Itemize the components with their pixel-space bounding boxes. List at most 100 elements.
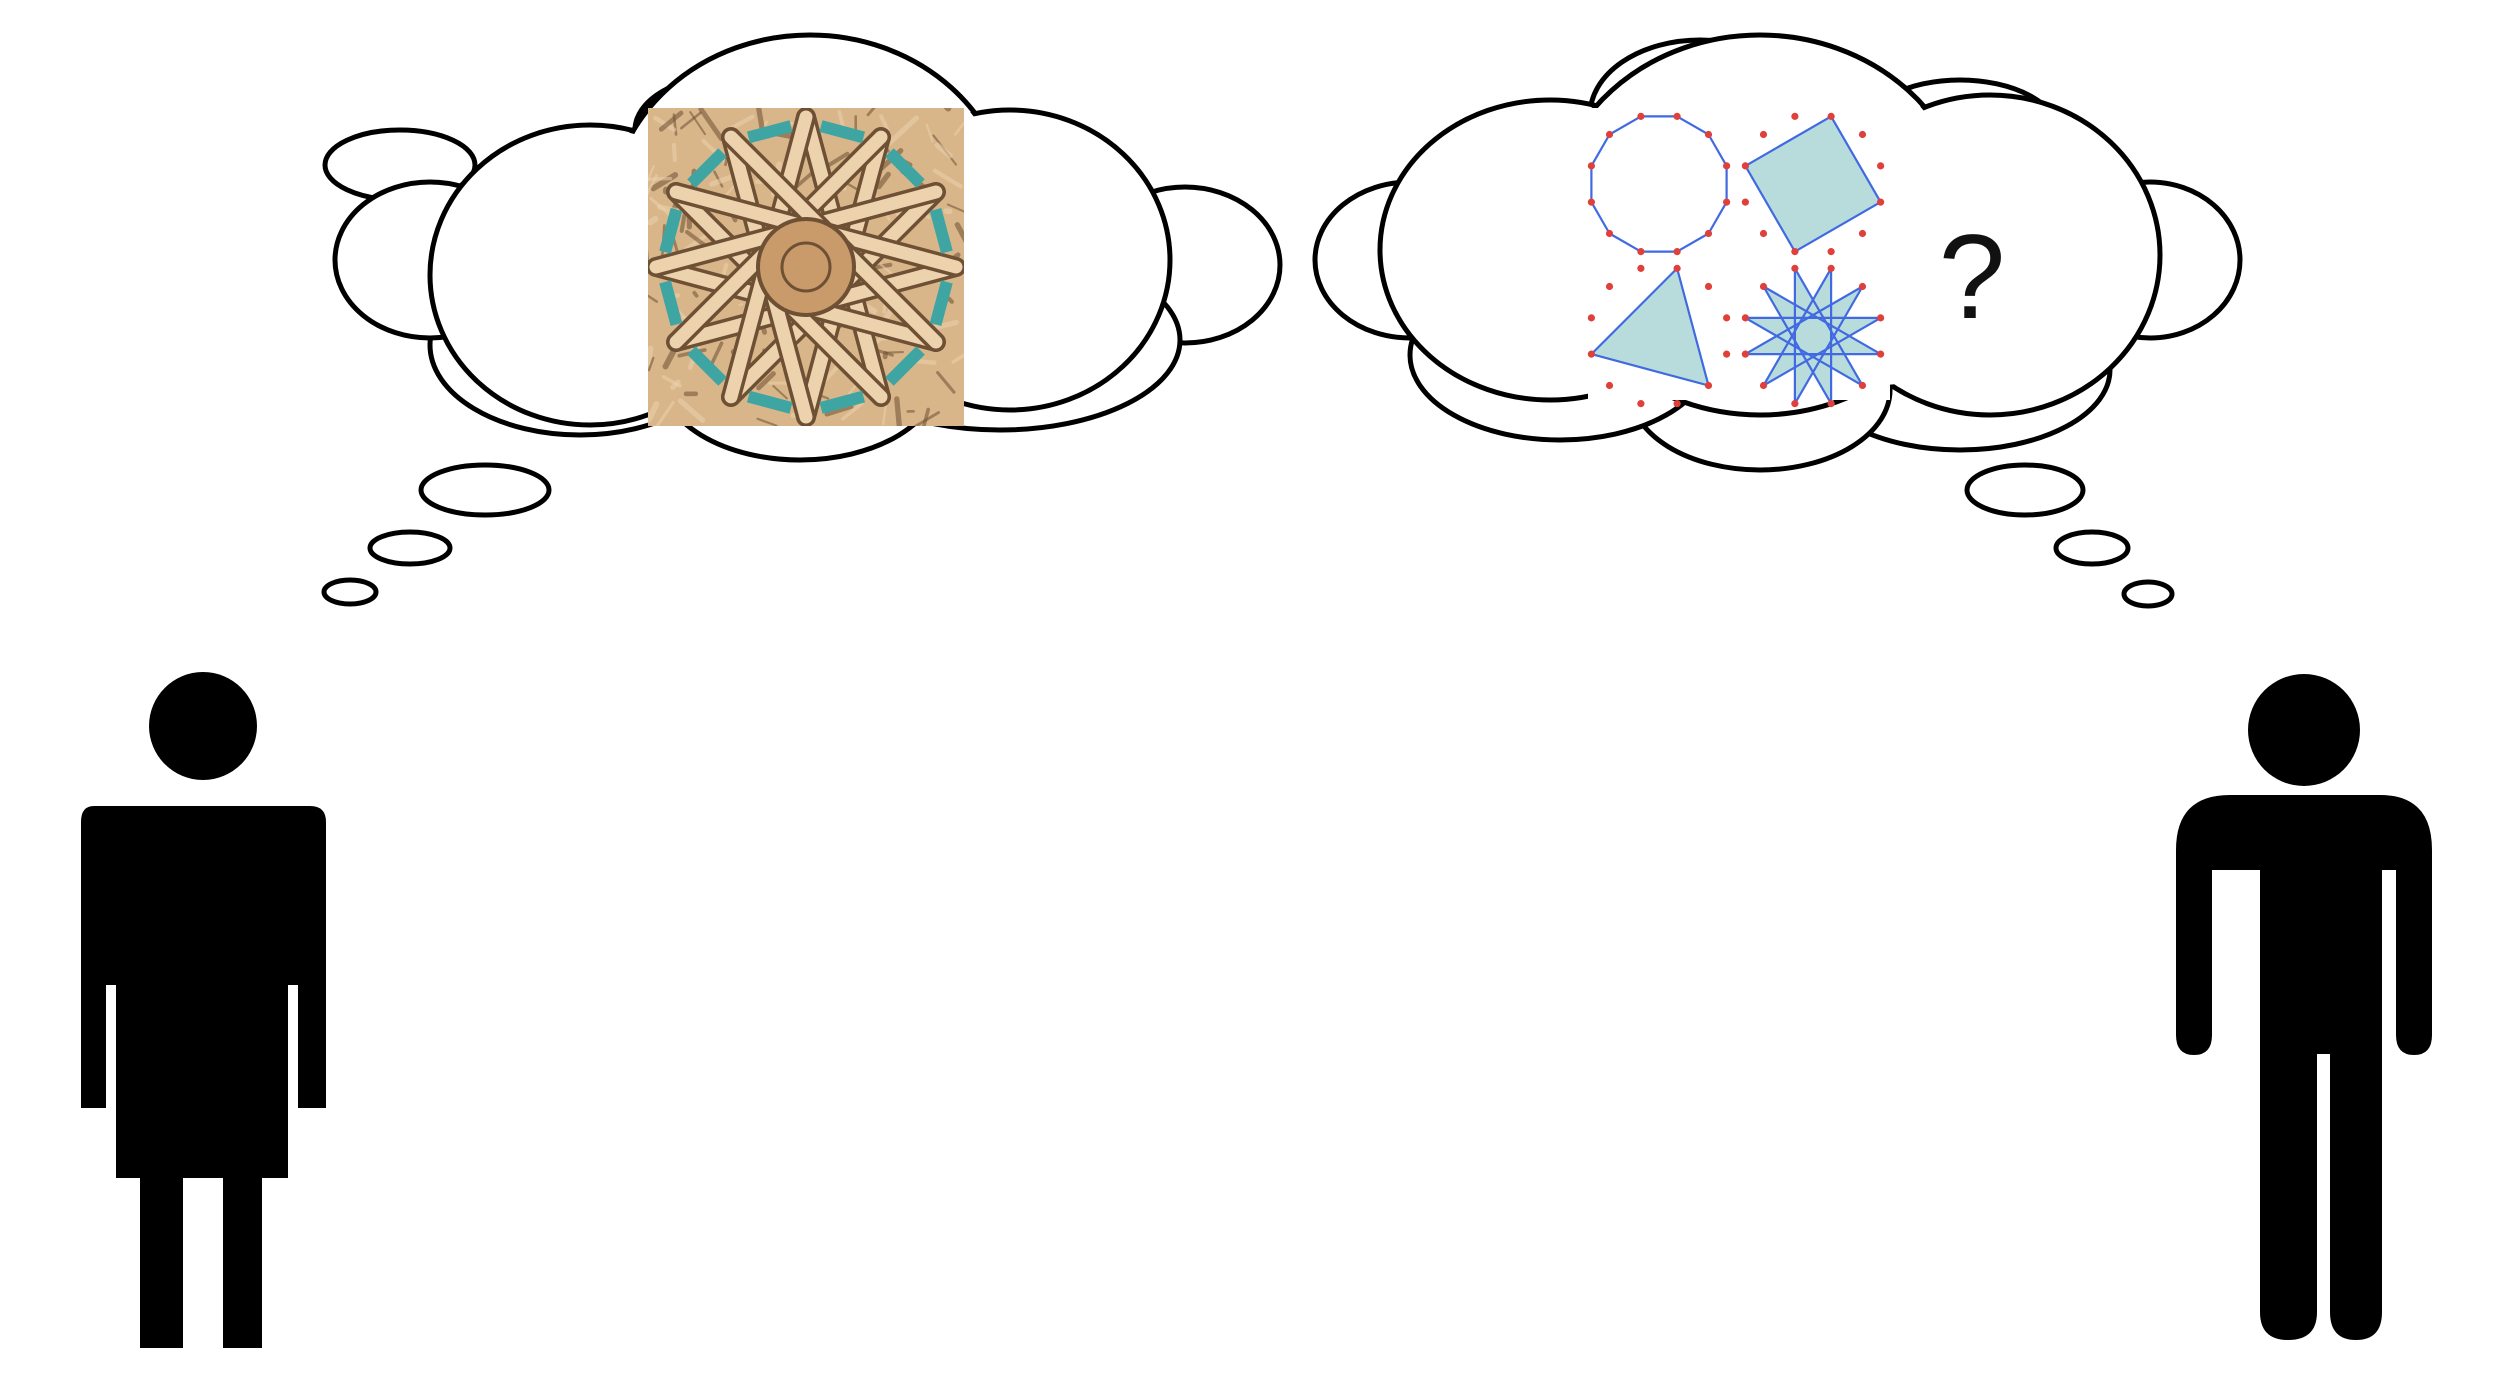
carving-stroke (772, 385, 788, 400)
carving-stroke (824, 151, 850, 169)
star-polygon-1 (1587, 112, 1731, 256)
star-polygon-vertex (1759, 130, 1768, 139)
star-polygon-vertex (1587, 314, 1595, 322)
carving-stroke (648, 356, 655, 372)
carving-stroke (931, 319, 959, 331)
left-person-icon (81, 672, 326, 1348)
turquoise-inlay (746, 390, 793, 414)
star-polygon-vertex (1605, 282, 1614, 291)
star-polygon-vertex (1704, 381, 1713, 390)
star-polygon-vertex (1741, 162, 1749, 170)
star-polygon-vertex (1704, 282, 1713, 291)
carving-stroke (824, 404, 854, 417)
carving-stroke (689, 111, 707, 136)
star-polygon-3 (1587, 264, 1731, 408)
star-polygons-panel (1587, 108, 1890, 408)
carving-stroke (756, 371, 776, 391)
carving-stroke (879, 114, 890, 132)
star-polygon-vertex (1791, 264, 1799, 272)
carving-stroke (954, 120, 964, 136)
star-polygon-vertex (1637, 264, 1645, 272)
carving-stroke (756, 417, 778, 426)
star-polygon-vertex (1723, 350, 1731, 358)
carving-stroke (680, 111, 702, 130)
star-polygon-vertex (1637, 248, 1645, 256)
turquoise-inlay (885, 346, 925, 386)
left-thought-trail (321, 462, 552, 607)
carving-stroke (648, 165, 655, 183)
star-polygon-vertex (1759, 229, 1768, 238)
carving-stroke (866, 108, 876, 117)
right-person-icon (2176, 674, 2432, 1340)
carving-stroke (738, 303, 744, 307)
star-polygon-vertex (1791, 400, 1799, 408)
star-polygon-vertex (1741, 314, 1749, 322)
carving-stroke (936, 371, 956, 394)
star-polygon-vertex (1827, 400, 1835, 408)
star-polygon-vertex (1673, 400, 1681, 408)
carving-stroke (913, 411, 941, 426)
tile-turquoise-inlays (659, 120, 953, 414)
star-polygon-vertex (1723, 314, 1731, 322)
carving-stroke (954, 222, 964, 243)
turquoise-inlay (659, 280, 683, 327)
star-polygon-vertex (1587, 350, 1595, 358)
carving-stroke (894, 396, 902, 426)
star-polygon-vertex (1587, 162, 1595, 170)
turquoise-inlay (929, 280, 953, 327)
star-polygon-vertex (1858, 229, 1867, 238)
carving-stroke (921, 407, 931, 426)
carving-stroke (692, 290, 699, 298)
right-thought-trail (1964, 462, 2175, 609)
star-polygon-vertex (1791, 248, 1799, 256)
turquoise-inlay (929, 207, 953, 254)
star-polygon-vertex (1637, 112, 1645, 120)
tile-center-medallion (756, 217, 856, 317)
carving-stroke (677, 398, 706, 423)
carving-stroke (841, 401, 864, 421)
carving-stroke (951, 353, 964, 364)
star-polygon-vertex (1877, 314, 1885, 322)
star-polygon-vertex (1858, 130, 1867, 139)
star-polygon-vertex (1704, 229, 1713, 238)
star-polygon-vertex (1858, 381, 1867, 390)
star-polygon-vertex (1791, 112, 1799, 120)
star-polygon-vertex (1741, 350, 1749, 358)
star-polygon-vertex (1637, 400, 1645, 408)
carving-stroke (648, 345, 654, 366)
turquoise-inlay (659, 207, 683, 254)
question-mark: ? (1939, 210, 2006, 344)
star-polygon-vertex (1587, 198, 1595, 206)
star-polygon-vertex (1827, 248, 1835, 256)
carving-stroke (648, 294, 659, 303)
star-polygon-vertex (1827, 264, 1835, 272)
carved-tile-image (648, 108, 964, 426)
carving-stroke (656, 401, 675, 426)
star-polygon-vertex (1605, 229, 1614, 238)
carving-stroke (885, 115, 920, 147)
star-polygon-2 (1741, 112, 1885, 256)
star-polygon-vertex (1741, 198, 1749, 206)
star-polygon-vertex (1673, 112, 1681, 120)
tile-center-ring (780, 241, 832, 293)
star-polygon-vertex (1605, 130, 1614, 139)
star-polygon-vertex (1673, 248, 1681, 256)
carving-stroke (946, 203, 964, 213)
star-polygon-vertex (1723, 162, 1731, 170)
star-polygon-vertex (1858, 282, 1867, 291)
carving-stroke (876, 171, 891, 190)
carving-stroke (661, 375, 682, 388)
turquoise-inlay (687, 346, 727, 386)
carving-stroke (885, 351, 904, 354)
carving-stroke (648, 176, 673, 181)
turquoise-inlay (819, 120, 866, 144)
turquoise-inlay (687, 148, 727, 188)
star-polygon-vertex (1723, 198, 1731, 206)
star-polygon-vertex (1877, 162, 1885, 170)
star-polygon-vertex (1759, 381, 1768, 390)
carving-stroke (698, 108, 724, 142)
tile-straps (648, 108, 964, 426)
star-polygon-vertex (1827, 112, 1835, 120)
carving-stroke (671, 142, 677, 162)
